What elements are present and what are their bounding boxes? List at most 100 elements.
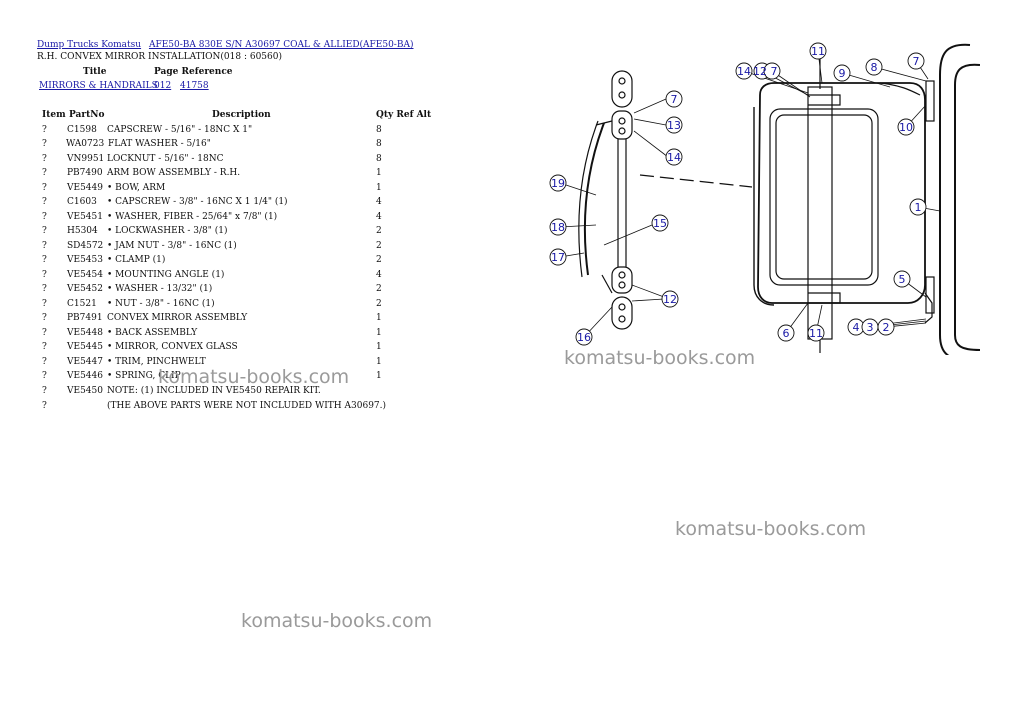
- callout-12: 12: [663, 293, 677, 306]
- callout-7: 7: [671, 93, 678, 106]
- cell-item: ?: [42, 154, 47, 164]
- callout-11: 11: [811, 45, 825, 58]
- cell-qty: 1: [376, 183, 382, 193]
- callout-19: 19: [551, 177, 565, 190]
- callout-3: 3: [867, 321, 874, 334]
- ref-link-ref1[interactable]: 012: [154, 81, 172, 91]
- watermark: komatsu-books.com: [675, 518, 867, 540]
- cell-part: PB7491: [67, 313, 103, 323]
- cell-item: ?: [42, 299, 47, 309]
- cell-item: ?: [42, 255, 47, 265]
- callout-14: 14: [737, 65, 751, 78]
- ref-link-title[interactable]: MIRRORS & HANDRAILS: [39, 81, 158, 91]
- cell-desc: • NUT - 3/8" - 16NC (1): [107, 299, 215, 309]
- cell-desc: ARM BOW ASSEMBLY - R.H.: [107, 168, 241, 178]
- callout-7: 7: [771, 65, 778, 78]
- cell-part: VN9951: [67, 154, 105, 164]
- cell-item: ?: [42, 357, 47, 367]
- cell-item: ?: [42, 226, 47, 236]
- table-row: ? C1521 • NUT - 3/8" - 16NC (1) 2: [0, 299, 460, 313]
- callout-7: 7: [913, 55, 920, 68]
- cell-part: VE5453: [67, 255, 103, 265]
- table-row: ?C1603• CAPSCREW - 3/8" - 16NC X 1 1/4" …: [0, 197, 460, 211]
- table-row: ?VE5451• WASHER, FIBER - 25/64" x 7/8" (…: [0, 212, 460, 226]
- cell-desc: • MIRROR, CONVEX GLASS: [107, 342, 238, 352]
- cell-item: ?: [42, 386, 47, 396]
- col-header-qty: Qty Ref Alt: [376, 110, 432, 120]
- cell-qty: 8: [376, 139, 382, 149]
- cell-desc: CONVEX MIRROR ASSEMBLY: [107, 313, 248, 323]
- cell-item: ?: [42, 197, 47, 207]
- cell-qty: 4: [376, 212, 382, 222]
- breadcrumb-link-dump-trucks[interactable]: Dump Trucks Komatsu: [37, 40, 142, 50]
- cell-qty: 1: [376, 357, 382, 367]
- cell-desc: • WASHER - 13/32" (1): [107, 284, 213, 294]
- callout-15: 15: [653, 217, 667, 230]
- callout-4: 4: [853, 321, 860, 334]
- cell-desc: • BOW, ARM: [107, 183, 166, 193]
- ref-link-ref2[interactable]: 41758: [180, 81, 209, 91]
- ref-header-page-reference: Page Reference: [154, 67, 233, 77]
- cell-item: ?: [42, 371, 47, 381]
- cell-item: ?: [42, 284, 47, 294]
- cell-item: ?: [42, 168, 47, 178]
- cell-part: VE5449: [67, 183, 103, 193]
- cell-item: ?: [42, 342, 47, 352]
- cell-item: ?: [42, 401, 47, 411]
- callout-12: 12: [753, 65, 767, 78]
- watermark: komatsu-books.com: [158, 366, 350, 388]
- cell-desc: LOCKNUT - 5/16" - 18NC: [107, 154, 224, 164]
- callout-16: 16: [577, 331, 591, 344]
- table-row: ? VE5452 • WASHER - 13/32" (1) 2: [0, 284, 460, 298]
- cell-desc: • SPRING, CLIP: [107, 371, 181, 381]
- cell-desc: FLAT WASHER - 5/16": [108, 139, 211, 149]
- cell-qty: 2: [376, 226, 382, 236]
- cell-desc: • WASHER, FIBER - 25/64" x 7/8" (1): [107, 212, 278, 222]
- cell-qty: 8: [376, 154, 382, 164]
- cell-item: ?: [42, 139, 47, 149]
- cell-part: VE5445: [67, 342, 103, 352]
- cell-part: C1521: [67, 299, 97, 309]
- cell-qty: 1: [376, 371, 382, 381]
- callout-11: 11: [809, 327, 823, 340]
- cell-qty: 1: [376, 313, 382, 323]
- cell-desc: NOTE: (1) INCLUDED IN VE5450 REPAIR KIT.: [107, 386, 321, 396]
- cell-desc: • TRIM, PINCHWELT: [107, 357, 206, 367]
- breadcrumb-link-model[interactable]: AFE50-BA 830E S/N A30697 COAL & ALLIED(A…: [148, 40, 414, 50]
- col-header-description: Description: [212, 110, 271, 120]
- cell-part: WA0723: [66, 139, 105, 149]
- cell-part: VE5450: [67, 386, 103, 396]
- table-row: ?H5304• LOCKWASHER - 3/8" (1)2: [0, 226, 460, 240]
- cell-part: VE5454: [67, 270, 103, 280]
- cell-part: SD4572: [67, 241, 104, 251]
- watermark: komatsu-books.com: [241, 610, 433, 632]
- callout-9: 9: [839, 67, 846, 80]
- page-title: R.H. CONVEX MIRROR INSTALLATION(018 : 60…: [37, 52, 282, 62]
- cell-desc: • CAPSCREW - 3/8" - 16NC X 1 1/4" (1): [107, 197, 288, 207]
- callout-1: 1: [915, 201, 922, 214]
- cell-qty: 4: [376, 270, 382, 280]
- cell-qty: 2: [376, 299, 382, 309]
- cell-part: VE5452: [67, 284, 103, 294]
- cell-part: H5304: [67, 226, 98, 236]
- cell-qty: 1: [376, 168, 382, 178]
- col-header-partno: PartNo: [69, 110, 105, 120]
- cell-item: ?: [42, 183, 47, 193]
- cell-qty: 4: [376, 197, 382, 207]
- cell-item: ?: [42, 313, 47, 323]
- cell-qty: 2: [376, 241, 382, 251]
- table-row: ?(THE ABOVE PARTS WERE NOT INCLUDED WITH…: [0, 401, 460, 415]
- callout-2: 2: [883, 321, 890, 334]
- cell-qty: 2: [376, 284, 382, 294]
- cell-item: ?: [42, 241, 47, 251]
- cell-qty: 2: [376, 255, 382, 265]
- cell-desc: • MOUNTING ANGLE (1): [107, 270, 225, 280]
- callout-5: 5: [899, 273, 906, 286]
- breadcrumb: Dump Trucks Komatsu AFE50-BA 830E S/N A3…: [37, 40, 418, 50]
- col-header-item: Item: [42, 110, 66, 120]
